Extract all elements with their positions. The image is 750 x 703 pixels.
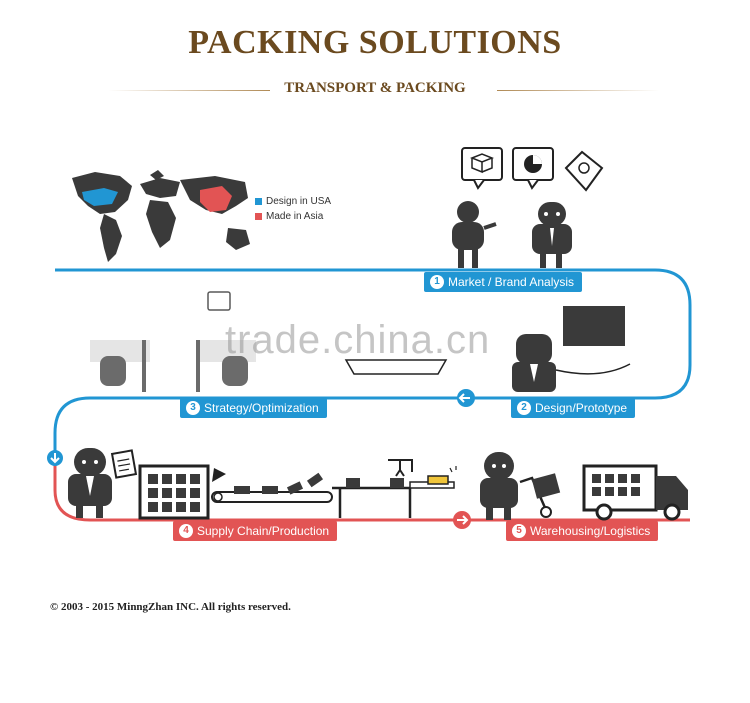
arrow-left-icon (457, 389, 475, 407)
step-4-label: 4 Supply Chain/Production (173, 521, 338, 541)
flow-path-red (53, 455, 690, 522)
asia-highlight (200, 186, 232, 212)
hand-truck-icon (519, 473, 561, 518)
page-title: PACKING SOLUTIONS (188, 24, 562, 61)
robot-person-icon (532, 202, 572, 268)
robot-supervisor-icon (68, 448, 112, 518)
robot-worker-icon (480, 452, 518, 520)
divider-left (108, 90, 270, 91)
subtitle-row: TRANSPORT & PACKING (0, 80, 750, 100)
box-speech-bubble-icon (461, 147, 503, 190)
step-2-label: 2 Design/Prototype (511, 398, 636, 418)
factory-building-icon (138, 464, 210, 520)
step-2-text: Design/Prototype (535, 401, 628, 415)
step-1-number: 1 (430, 275, 444, 289)
legend-label: Design in USA (266, 196, 332, 207)
arrow-right-icon (453, 511, 471, 529)
legend-item: Made in Asia (255, 209, 331, 224)
legend-swatch (255, 213, 262, 220)
strategy-chairs-icon (90, 291, 256, 392)
idea-speech-bubble-icon (564, 150, 604, 192)
usa-highlight (82, 188, 118, 206)
step-2-number: 2 (517, 401, 531, 415)
watermark: trade.china.cn (225, 318, 491, 362)
step-5-number: 5 (512, 524, 526, 538)
step-4-number: 4 (179, 524, 193, 538)
step-3-label: 3 Strategy/Optimization (180, 398, 327, 418)
legend-swatch (255, 198, 262, 205)
step-1-label: 1 Market / Brand Analysis (424, 272, 583, 292)
step-3-text: Strategy/Optimization (204, 401, 319, 415)
page-subtitle: TRANSPORT & PACKING (284, 80, 466, 96)
copyright-text: © 2003 - 2015 MinngZhan INC. All rights … (50, 601, 291, 613)
legend-item: Design in USA (255, 194, 331, 209)
flow-path-blue (53, 268, 692, 455)
clipboard-icon (110, 449, 138, 479)
step-4-text: Supply Chain/Production (197, 524, 330, 538)
design-prototype-icon (344, 306, 631, 392)
map-legend: Design in USA Made in Asia (255, 194, 331, 224)
delivery-truck-icon (582, 464, 688, 521)
world-map-icon (72, 170, 250, 262)
arrow-down-icon (47, 450, 63, 466)
step-3-number: 3 (186, 401, 200, 415)
conveyor-belt-icon (211, 459, 457, 518)
step-5-text: Warehousing/Logistics (530, 524, 651, 538)
person-analyst-icon (452, 201, 497, 268)
step-5-label: 5 Warehousing/Logistics (506, 521, 659, 541)
step-1-text: Market / Brand Analysis (448, 275, 575, 289)
divider-right (497, 90, 659, 91)
chart-speech-bubble-icon (512, 147, 554, 190)
legend-label: Made in Asia (266, 211, 324, 222)
